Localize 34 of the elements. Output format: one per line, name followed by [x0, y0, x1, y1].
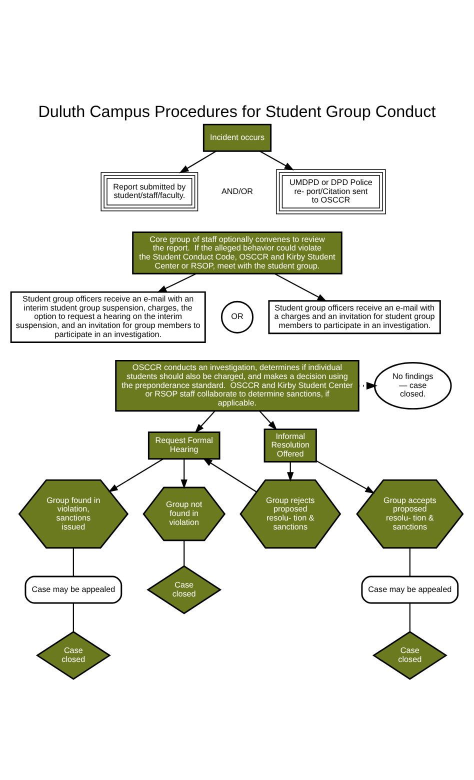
connector [72, 548, 74, 576]
arrow [259, 410, 278, 430]
node-box: Informal Resolution Offered [264, 428, 317, 463]
diagram-title: Duluth Campus Procedures for Student Group Conduct [38, 102, 436, 121]
node-diamond: Case closed [146, 565, 222, 614]
arrow [194, 410, 216, 434]
node-box: Request Formal Hearing [148, 432, 220, 460]
label: AND/OR [221, 186, 254, 196]
node-box: Case may be appealed [361, 576, 459, 604]
arrow [287, 462, 294, 482]
node-box: Incident occurs [202, 124, 272, 152]
connector [409, 548, 410, 576]
node-box: OSCCR conducts an investigation, determines if individual students should also be charged, and makes a decision using the preponderance standard. OSCCR and Kirby Student Center or RSOP staff collaborate to determine sanctions, if applicable. [115, 360, 360, 412]
node-box: Core group of staff optionally convenes to review the report. If the alleged behavior could violate the Student Conduct Code, OSCCR and Kirby Student Center or RSOP, meet with the student group. [132, 232, 342, 274]
node-ellipse: No findings — case closed. [374, 362, 452, 410]
node-diamond: Case closed [372, 630, 448, 680]
node-box: Student group officers receive an e-mail with a charges and an invitation for student group members to participate in an investigation. [268, 300, 441, 334]
node-box: Case may be appealed [24, 576, 122, 604]
node-box: Student group officers receive an e-mail with an interim student group suspension, charges, the option to request a hearing on the interim suspension, and an invitation for group members to participate in an investigation. [10, 291, 206, 343]
arrow [274, 273, 327, 302]
arrow [156, 273, 196, 293]
arrow [180, 458, 188, 490]
node-circle: OR [220, 300, 254, 334]
arrow [108, 458, 164, 492]
arrow [179, 150, 216, 174]
arrow [259, 150, 294, 170]
connector [72, 603, 74, 632]
node-box: Report submitted by student/staff/faculty. [100, 172, 198, 212]
node-diamond: Case closed [36, 630, 111, 680]
node-box: UMDPD or DPD Police re- port/Citation sent to OSCCR [276, 169, 386, 214]
arrow [316, 460, 375, 494]
connector [184, 540, 185, 566]
connector [409, 603, 410, 632]
arrow [202, 458, 257, 492]
